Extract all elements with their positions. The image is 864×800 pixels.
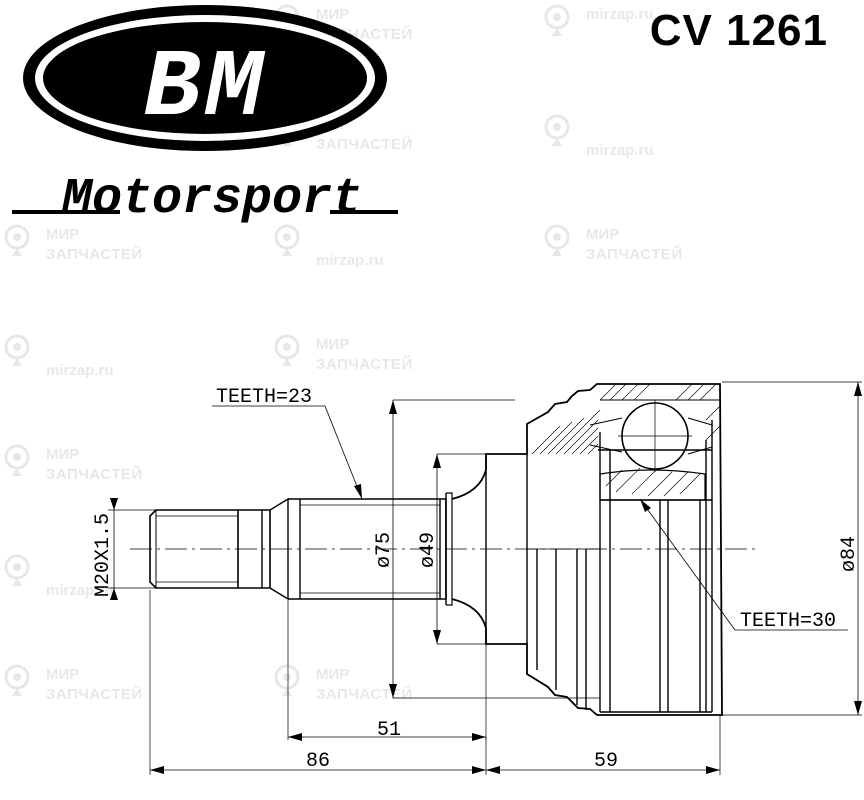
teeth-inner-leader [639,498,848,631]
thread-label: M20X1.5 [92,513,115,597]
logo-tagline: Motorsport [61,171,362,228]
bell-housing [451,383,723,716]
logo-inner-ellipse [43,22,367,134]
dim-86-label: 86 [306,750,330,773]
ball-element [589,400,713,472]
dim-diameter-84 [722,381,862,716]
bm-motorsport-logo: BM Motorsport [12,5,398,228]
part-code: CV 1261 [649,6,828,55]
logo-text: BM [143,34,266,143]
dim-d49-label: ø49 [417,532,440,568]
dim-d75-label: ø75 [373,532,396,568]
section-hatching [531,383,721,497]
dim-51-label: 51 [377,719,401,742]
dim-length-86-59 [149,590,721,775]
dim-59-label: 59 [594,750,618,773]
teeth-outer-leader [212,405,363,500]
dim-thread [108,498,156,600]
dim-diameter-75 [389,399,600,699]
teeth-outer-label: TEETH=23 [216,386,312,409]
dim-diameter-49 [433,453,486,645]
splined-shaft [288,492,453,606]
dim-d84-label: ø84 [838,536,861,572]
dim-length-51 [287,600,487,741]
teeth-inner-label: TEETH=30 [740,610,836,633]
